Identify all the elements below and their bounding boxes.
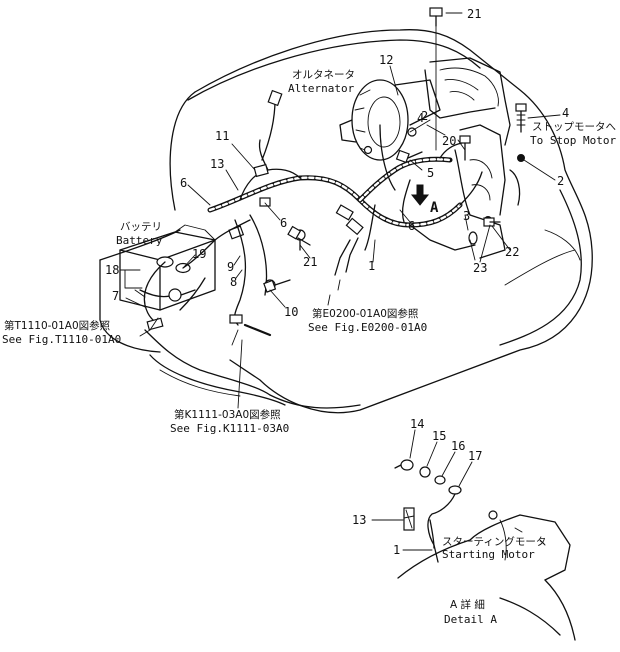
callout-6-c: 6 bbox=[408, 219, 415, 233]
callout-9: 9 bbox=[227, 260, 234, 274]
callout-20: 20 bbox=[442, 134, 456, 148]
battery-label-jp: バッテリ bbox=[120, 221, 162, 233]
callout-18: 18 bbox=[105, 263, 119, 277]
detail-a-label-en: Detail A bbox=[444, 613, 497, 626]
ref-e0200-label-jp: 第E0200-01A0図参照 bbox=[312, 307, 419, 320]
callout-14: 14 bbox=[410, 417, 424, 431]
leader-lines bbox=[119, 12, 561, 409]
callout-11: 11 bbox=[215, 129, 229, 143]
callout-4-b: 4 bbox=[562, 106, 569, 120]
callout-5: 5 bbox=[427, 166, 434, 180]
alternator-label-jp: オルタネータ bbox=[292, 69, 355, 81]
ref-k1111-label-en: See Fig.K1111-03A0 bbox=[170, 422, 289, 435]
machine-body-outline bbox=[99, 29, 593, 414]
reference-arrows bbox=[149, 294, 331, 331]
bolt-21-top bbox=[429, 7, 443, 151]
bolts-mid bbox=[263, 149, 501, 293]
callout-2-a: 2 bbox=[421, 109, 428, 123]
callout-12: 12 bbox=[379, 53, 393, 67]
text-labels: オルタネータ Alternator ストップモータへ To Stop Motor… bbox=[2, 69, 616, 626]
harness-connectors bbox=[228, 163, 364, 291]
callout-7: 7 bbox=[112, 289, 119, 303]
callout-17: 17 bbox=[468, 449, 482, 463]
stop-motor-label-en: To Stop Motor bbox=[530, 134, 616, 147]
ref-e0200-label-en: See Fig.E0200-01A0 bbox=[308, 321, 427, 334]
callout-21-mid: 21 bbox=[303, 255, 317, 269]
engine-block bbox=[424, 57, 521, 259]
callout-1: 1 bbox=[368, 259, 375, 273]
battery-label-en: Battery bbox=[116, 234, 163, 247]
callout-8: 8 bbox=[230, 275, 237, 289]
callout-6-b: 6 bbox=[280, 216, 287, 230]
callout-a: A bbox=[430, 200, 439, 216]
ref-k1111-label-jp: 第K1111-03A0図参照 bbox=[174, 408, 281, 421]
ref-t1110-label-en: See Fig.T1110-01A0 bbox=[2, 333, 121, 346]
bolts-right bbox=[459, 103, 527, 224]
detail-a-label-jp: A 詳 細 bbox=[450, 598, 485, 611]
callout-numbers: 21 12 4 4 2 2 20 11 13 6 6 6 5 3 A 19 18… bbox=[105, 7, 569, 557]
ref-t1110-label-jp: 第T1110-01A0図参照 bbox=[4, 319, 111, 332]
alternator bbox=[339, 79, 441, 161]
detail-a-arrow bbox=[410, 184, 430, 206]
callout-23: 23 bbox=[473, 261, 487, 275]
starting-motor-label-en: Starting Motor bbox=[442, 548, 535, 561]
callout-2-b: 2 bbox=[557, 174, 564, 188]
callout-1-detail: 1 bbox=[393, 543, 400, 557]
callout-10: 10 bbox=[284, 305, 298, 319]
callout-15: 15 bbox=[432, 429, 446, 443]
starting-motor-label-jp: スターティングモータ bbox=[442, 535, 546, 548]
callout-3: 3 bbox=[463, 209, 470, 223]
stop-motor-label-jp: ストップモータへ bbox=[532, 121, 616, 133]
callout-22: 22 bbox=[505, 245, 519, 259]
alternator-label-en: Alternator bbox=[288, 82, 355, 95]
callout-13: 13 bbox=[210, 157, 224, 171]
callout-19: 19 bbox=[192, 247, 206, 261]
detail-a-drawing bbox=[371, 429, 576, 641]
callout-16: 16 bbox=[451, 439, 465, 453]
callout-13-detail: 13 bbox=[352, 513, 366, 527]
callout-6-a: 6 bbox=[180, 176, 187, 190]
main-harness bbox=[207, 89, 483, 251]
callout-4-a: 4 bbox=[417, 111, 424, 125]
callout-21-top: 21 bbox=[467, 7, 481, 21]
